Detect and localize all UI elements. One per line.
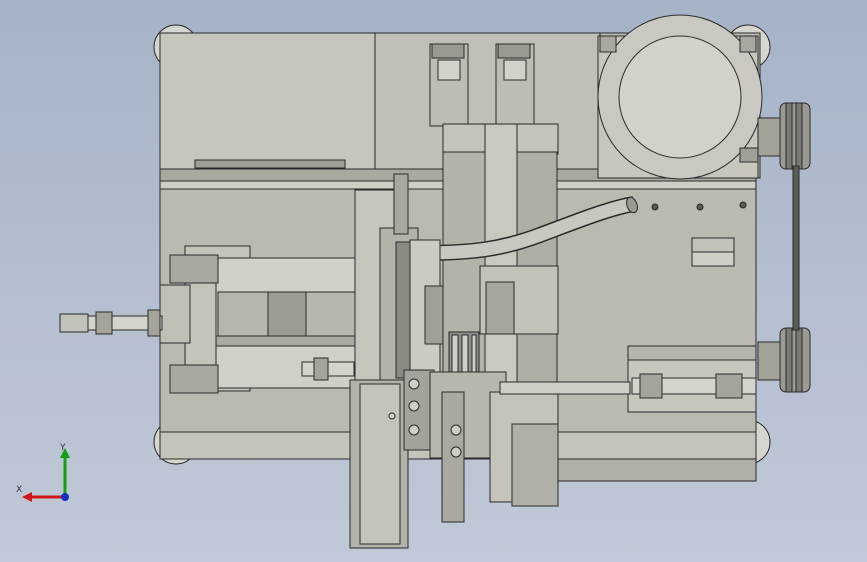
coordinate-triad bbox=[22, 448, 70, 502]
left-slide-block bbox=[159, 245, 357, 394]
x-axis-label: X bbox=[16, 485, 23, 495]
gear-rack bbox=[354, 173, 444, 383]
drive-motor bbox=[597, 14, 763, 180]
right-cylinder-assembly bbox=[499, 345, 757, 413]
fixing-screws bbox=[388, 378, 462, 458]
lower-chute bbox=[349, 369, 559, 549]
central-mechanism bbox=[448, 265, 559, 377]
servo-motors bbox=[429, 43, 559, 155]
small-clamp-cylinder bbox=[301, 357, 355, 381]
curved-pipe bbox=[417, 196, 638, 261]
z-axis-marker bbox=[61, 493, 69, 501]
belt-drive bbox=[757, 102, 811, 393]
label-plate bbox=[691, 237, 735, 267]
y-axis-label: Y bbox=[60, 443, 66, 453]
left-air-cylinder bbox=[59, 309, 163, 337]
